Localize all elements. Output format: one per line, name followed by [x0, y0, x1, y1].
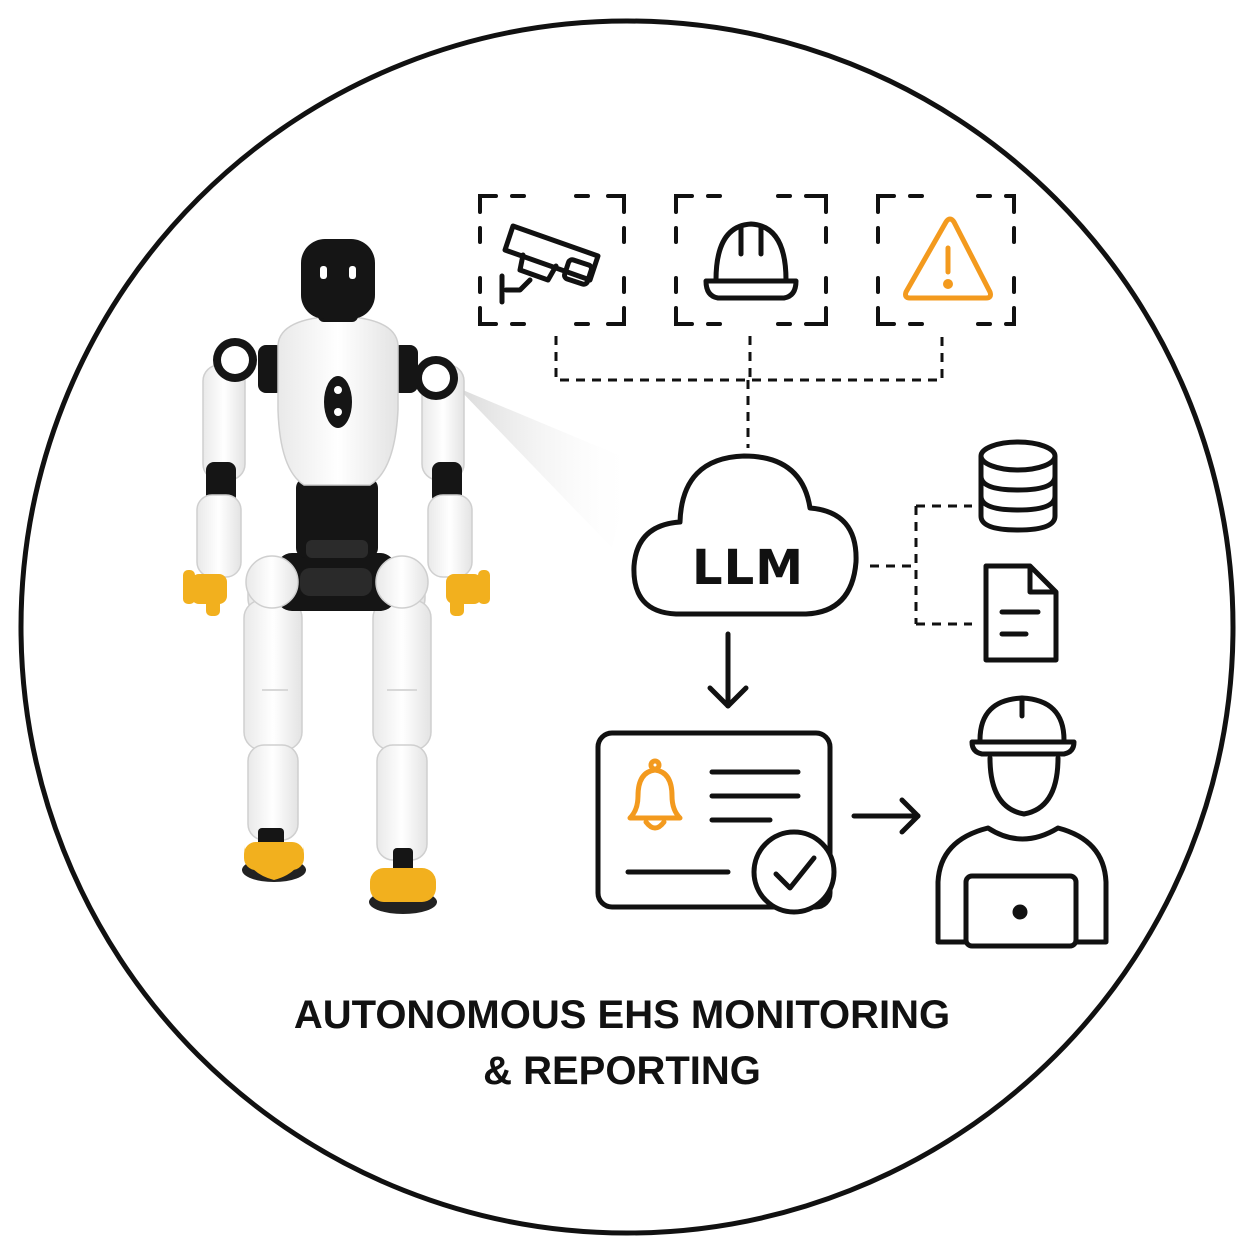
diagram-title-line1: AUTONOMOUS EHS MONITORING [294, 993, 950, 1037]
arrow-down-icon [707, 631, 749, 709]
input-connectors [554, 336, 944, 448]
robot-arm-left [183, 338, 257, 616]
warning-input-box [876, 194, 1016, 326]
checkmark-badge-icon [751, 829, 837, 915]
diagram-title-line2: & REPORTING [483, 1049, 761, 1093]
robot-foot-left [242, 842, 306, 882]
report-text-lines [625, 769, 801, 875]
vision-beam [458, 388, 635, 548]
alert-report-card [595, 730, 837, 915]
worker-with-laptop-icon [935, 695, 1109, 949]
cloud-icon [631, 453, 859, 617]
llm-label: LLM [692, 540, 804, 596]
warning-triangle-icon [903, 216, 993, 301]
security-camera-icon [499, 223, 601, 305]
robot-arm-right [414, 356, 490, 616]
robot-foot-right [369, 868, 437, 914]
robot-waist [296, 478, 378, 558]
camera-input-box [478, 194, 626, 326]
alarm-bell-icon [627, 758, 683, 831]
arrow-right-icon [851, 797, 921, 835]
knowledge-connectors [870, 504, 972, 626]
humanoid-robot-icon [183, 239, 635, 914]
llm-cloud-node: LLM [631, 453, 859, 617]
hardhat-input-box [674, 194, 828, 326]
hard-hat-icon [703, 221, 799, 301]
document-icon [983, 563, 1059, 663]
robot-head [301, 239, 375, 319]
database-icon [978, 439, 1058, 533]
